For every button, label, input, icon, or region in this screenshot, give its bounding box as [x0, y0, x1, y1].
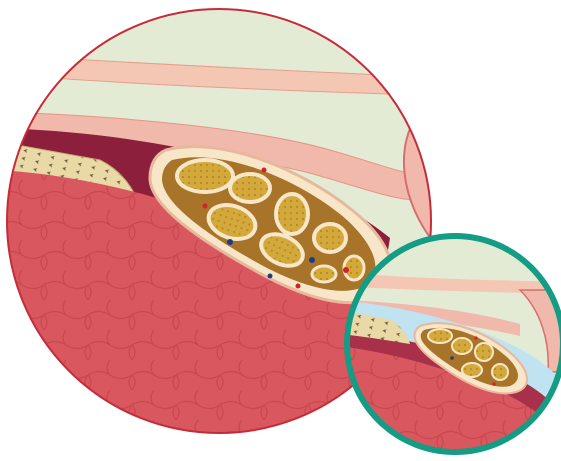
nerve-cross-section-illustration — [0, 0, 561, 461]
